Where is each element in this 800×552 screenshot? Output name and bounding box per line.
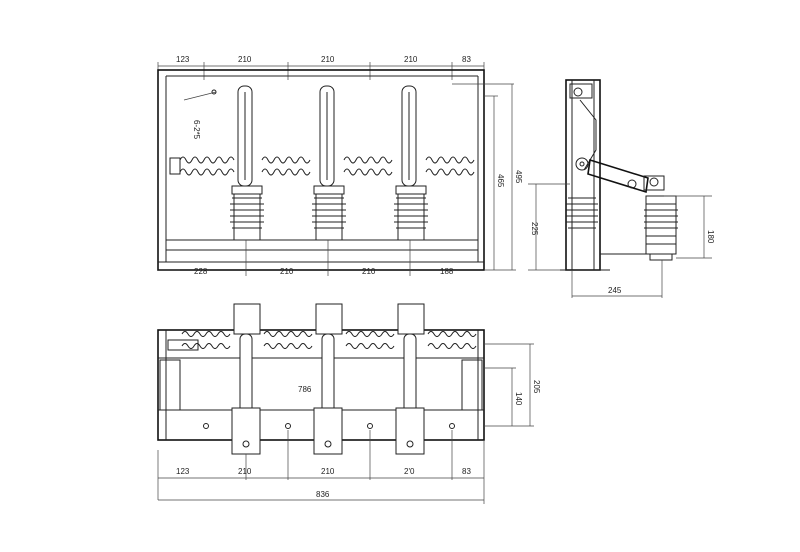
- top-dim-bottom-4: 2'0: [404, 467, 415, 476]
- side-dim-width: 245: [608, 286, 622, 295]
- front-dim-top-3: 210: [321, 55, 335, 64]
- top-view: 786 205 140 123 210 210 2'0 83 836: [157, 303, 541, 504]
- top-dim-bottom-5: 83: [462, 467, 471, 476]
- front-dim-right-1: 495: [514, 170, 523, 184]
- top-dim-total: 836: [316, 490, 330, 499]
- top-dim-bottom-2: 210: [238, 467, 252, 476]
- front-dim-bottom-3: 210: [362, 267, 376, 276]
- side-dim-height: 225: [530, 222, 539, 236]
- front-dim-bottom-2: 210: [280, 267, 294, 276]
- top-dim-center: 786: [298, 385, 312, 394]
- top-dim-right-1: 205: [532, 380, 541, 394]
- front-dim-bottom-1: 228: [194, 267, 208, 276]
- front-dim-top-5: 83: [462, 55, 471, 64]
- top-dim-bottom-1: 123: [176, 467, 190, 476]
- side-view: 225 180 245: [528, 79, 715, 298]
- top-dim-bottom-3: 210: [321, 467, 335, 476]
- hole-note: 6-2*5: [192, 120, 201, 140]
- front-dim-right-2: 465: [496, 174, 505, 188]
- side-dim-insulator: 180: [706, 230, 715, 244]
- front-dim-top-4: 210: [404, 55, 418, 64]
- top-dim-right-2: 140: [514, 392, 523, 406]
- front-dim-top-2: 210: [238, 55, 252, 64]
- front-dim-bottom-4: 188: [440, 267, 454, 276]
- front-dim-top-1: 123: [176, 55, 190, 64]
- front-view: 123 210 210 210 83 6-2*5: [157, 55, 523, 276]
